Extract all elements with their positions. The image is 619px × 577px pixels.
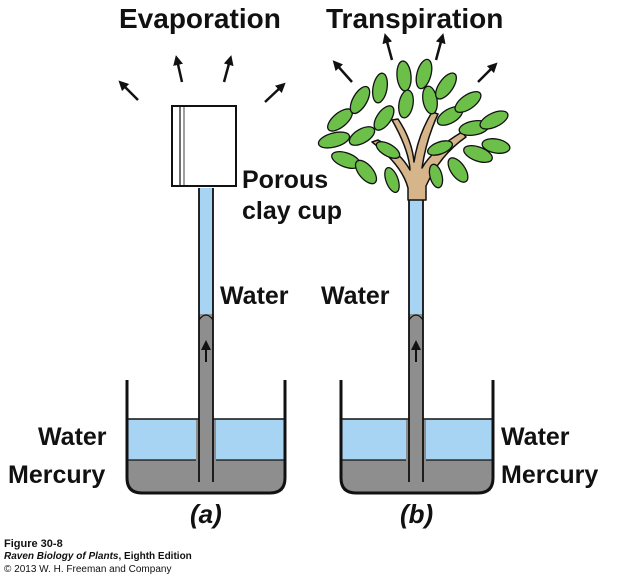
panel-b-label: (b)	[400, 499, 434, 529]
arrow-up-icon	[477, 62, 498, 83]
water-label-tube-a: Water	[220, 282, 289, 310]
beaker-icon	[339, 380, 495, 495]
arrow-up-icon	[173, 55, 184, 83]
porous-clay-cup-label-line1: Porous	[242, 166, 329, 194]
evaporation-label: Evaporation	[119, 3, 281, 34]
arrow-up-icon	[382, 33, 394, 61]
arrow-up-icon	[118, 80, 139, 101]
arrow-up-icon	[434, 33, 446, 61]
transpiration-label: Transpiration	[326, 3, 504, 34]
tree-icon	[317, 58, 511, 201]
water-label-beaker-a: Water	[38, 423, 107, 451]
book-title: Raven Biology of Plants	[4, 551, 119, 562]
porous-clay-cup-label-line2: clay cup	[242, 197, 343, 225]
water-label-tube-b: Water	[321, 282, 390, 310]
panel-a-label: (a)	[190, 499, 222, 529]
mercury-label-beaker-a: Mercury	[8, 461, 106, 489]
water-label-beaker-b: Water	[501, 423, 570, 451]
transpiration-arrows	[332, 33, 498, 83]
copyright-line: © 2013 W. H. Freeman and Company	[4, 564, 172, 575]
figure-number: Figure 30-8	[4, 538, 63, 550]
tube-b	[406, 198, 426, 482]
evaporation-arrows	[118, 55, 286, 103]
arrow-up-icon	[332, 60, 353, 83]
beaker-icon	[125, 380, 287, 495]
tube-a	[196, 188, 216, 482]
mercury-label-beaker-b: Mercury	[501, 461, 599, 489]
arrow-up-icon	[264, 82, 286, 103]
clay-cup-icon	[171, 105, 237, 187]
arrow-up-icon	[222, 55, 234, 83]
book-edition: , Eighth Edition	[118, 551, 192, 562]
book-citation: Raven Biology of Plants, Eighth Edition	[4, 552, 192, 562]
